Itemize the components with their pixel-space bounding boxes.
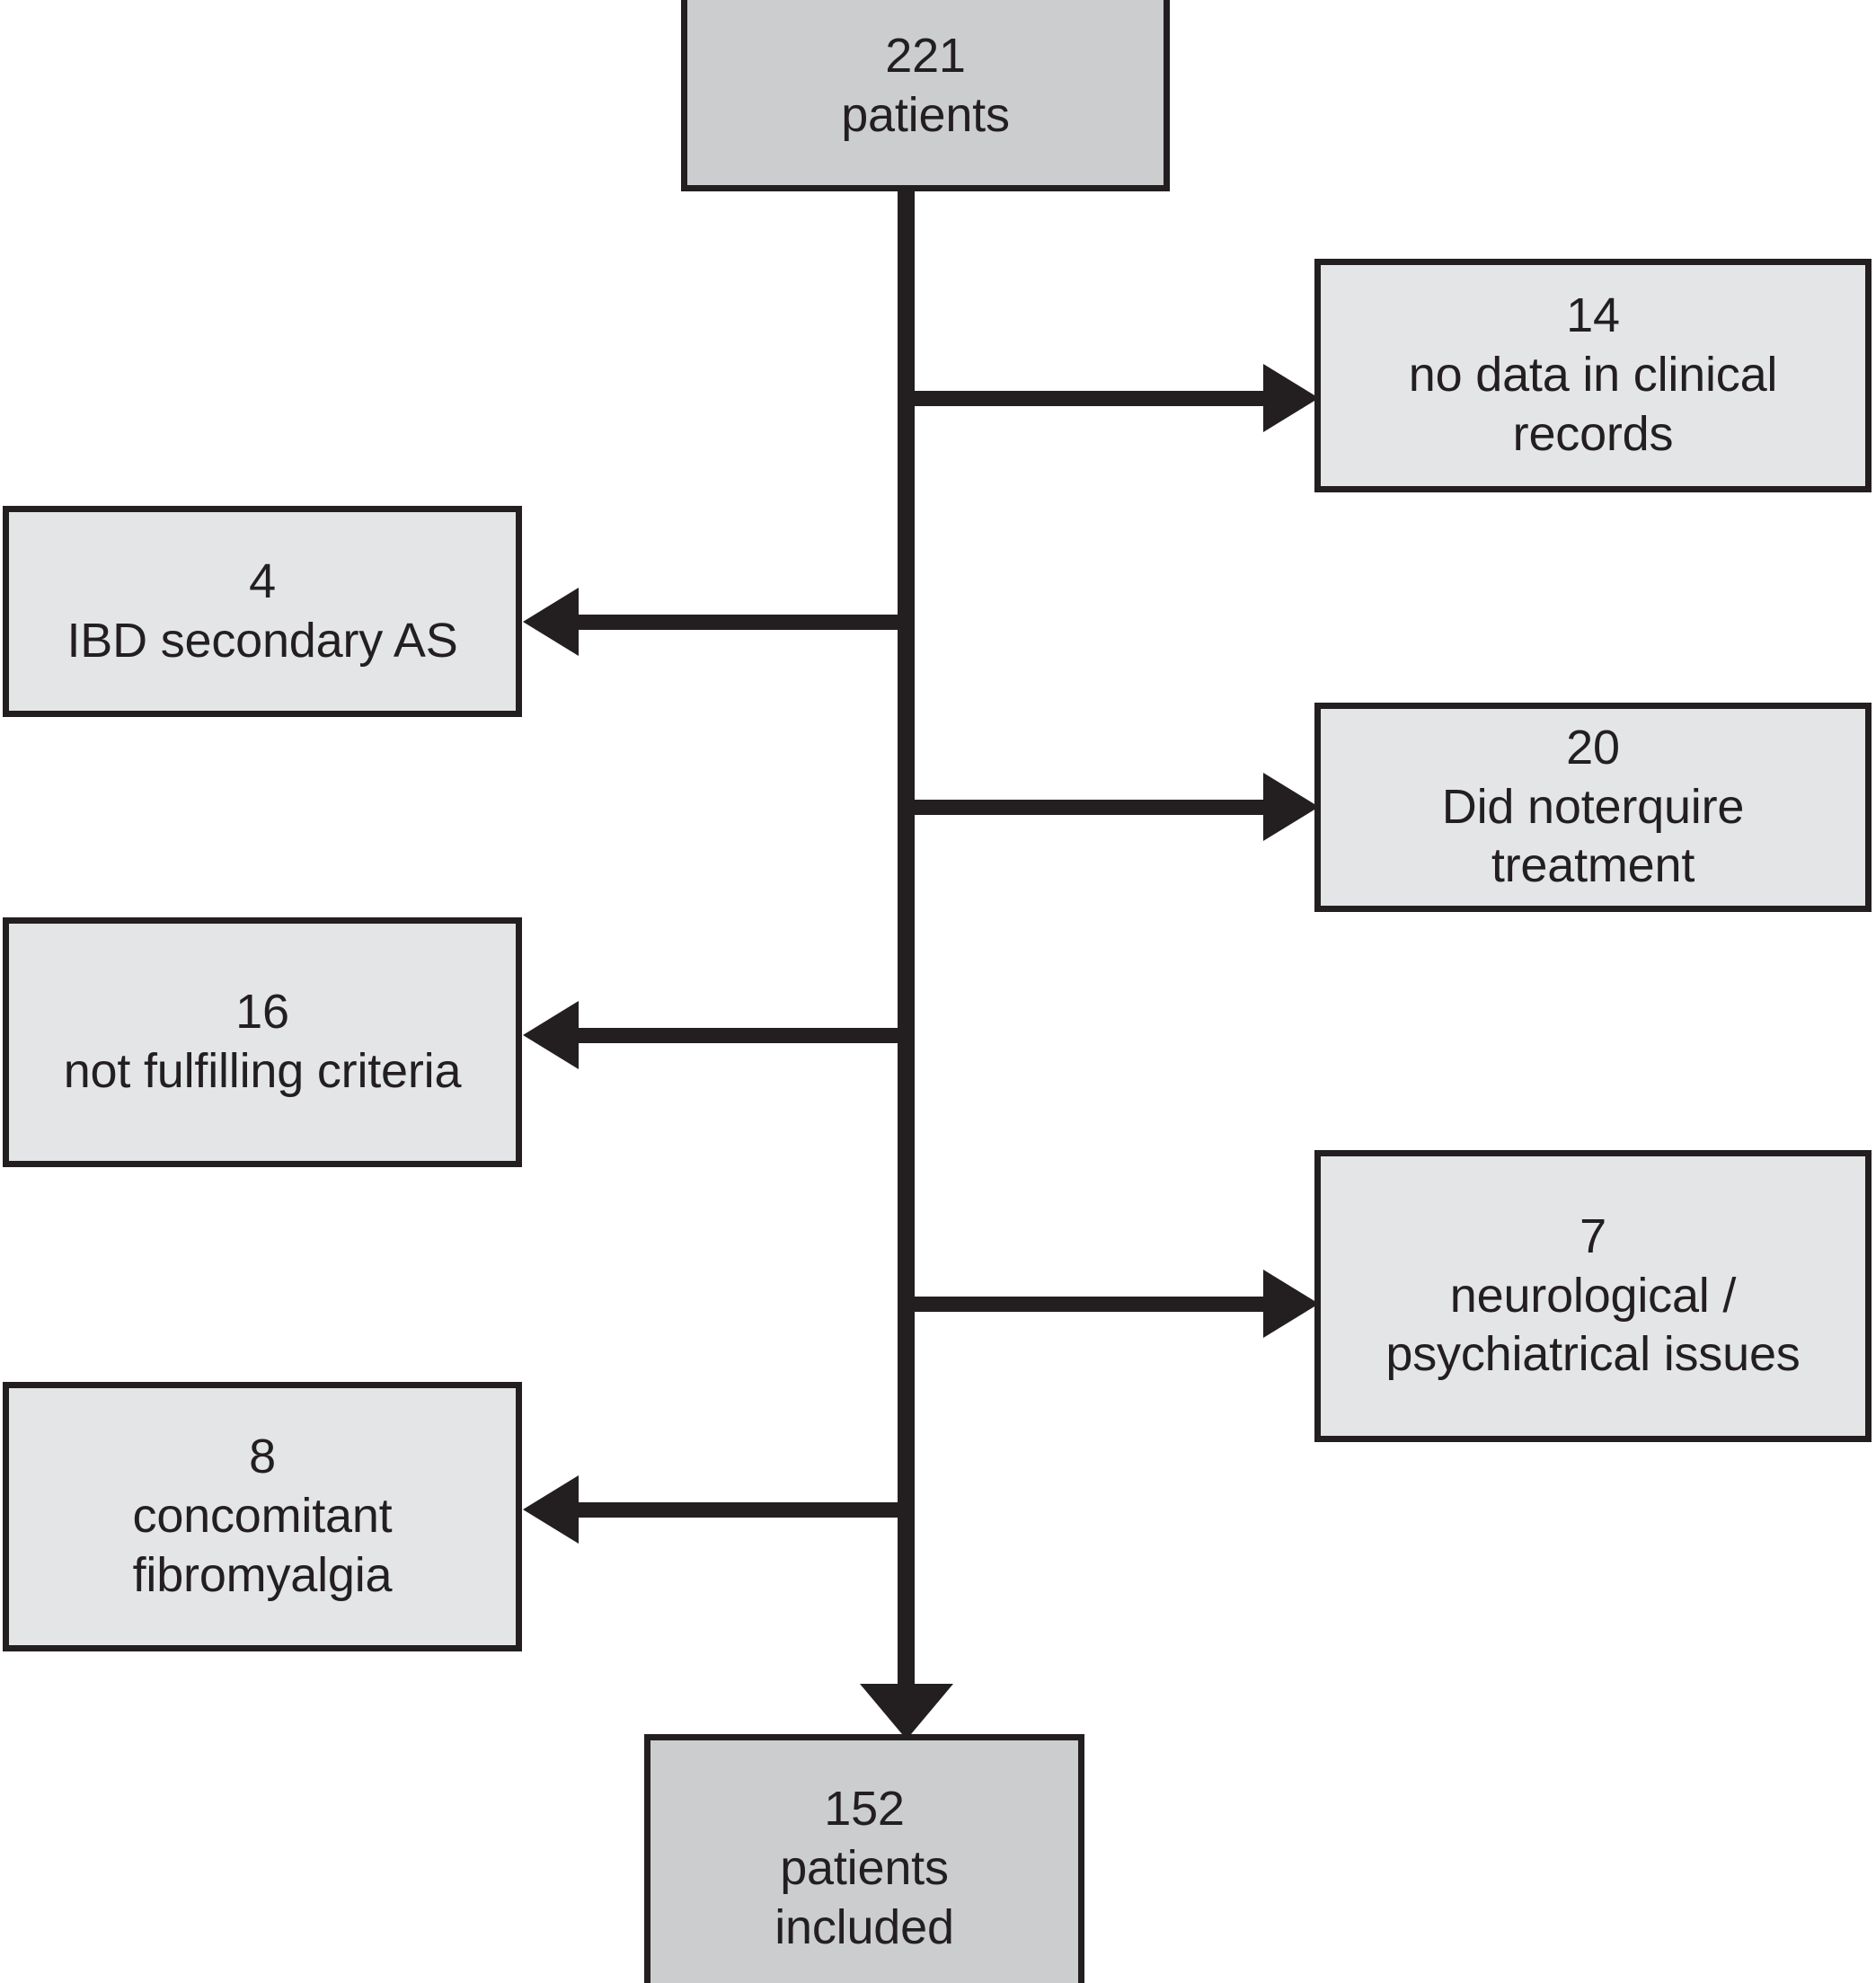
node-source-count: 221: [885, 28, 966, 83]
arrowhead-left-ibd-icon: [523, 588, 579, 656]
connector-line-ibd: [579, 615, 907, 630]
connector-line-no-data: [906, 391, 1268, 406]
node-excluded-ibd: 4 IBD secondary AS: [3, 506, 522, 717]
connector-line-no-treatment: [906, 800, 1268, 815]
node-included-label-line2: included: [774, 1899, 954, 1954]
node-excluded-criteria: 16 not fulfilling criteria: [3, 917, 522, 1167]
arrowhead-right-neuro-icon: [1263, 1270, 1319, 1338]
node-included-population: 152 patients included: [644, 1734, 1084, 1983]
connector-line-fibromyalgia: [579, 1502, 907, 1518]
arrowhead-right-no-data-icon: [1263, 364, 1319, 432]
node-excluded-no-treatment-count: 20: [1566, 720, 1620, 775]
node-excluded-neuro-reason-line2: psychiatrical issues: [1385, 1327, 1801, 1382]
node-excluded-no-data: 14 no data in clinical records: [1314, 259, 1872, 492]
node-included-label-line1: patients: [780, 1841, 949, 1896]
node-excluded-ibd-reason-line1: IBD secondary AS: [66, 613, 458, 668]
node-excluded-ibd-count: 4: [249, 553, 276, 608]
node-excluded-no-treatment-reason-line2: treatment: [1491, 838, 1695, 893]
node-excluded-fibromyalgia-reason-line1: concomitant: [132, 1489, 393, 1544]
node-excluded-no-data-reason-line2: records: [1512, 406, 1674, 461]
connector-line-neuro: [906, 1297, 1268, 1312]
node-source-population: 221 patients: [681, 0, 1170, 191]
node-excluded-no-treatment: 20 Did noterquire treatment: [1314, 703, 1872, 912]
main-trunk-line: [898, 185, 915, 1690]
node-excluded-criteria-count: 16: [235, 985, 289, 1040]
arrowhead-left-fibromyalgia-icon: [523, 1475, 579, 1544]
node-excluded-neuro-count: 7: [1580, 1208, 1606, 1263]
arrowhead-left-criteria-icon: [523, 1001, 579, 1069]
node-excluded-no-data-reason-line1: no data in clinical: [1408, 348, 1778, 403]
arrowhead-right-no-treatment-icon: [1263, 773, 1319, 841]
node-excluded-fibromyalgia-reason-line2: fibromyalgia: [132, 1547, 393, 1602]
node-excluded-fibromyalgia: 8 concomitant fibromyalgia: [3, 1382, 522, 1651]
connector-line-criteria: [579, 1028, 907, 1043]
node-excluded-no-data-count: 14: [1566, 288, 1620, 343]
node-excluded-neuro-reason-line1: neurological /: [1449, 1268, 1737, 1323]
node-included-count: 152: [824, 1782, 905, 1837]
node-excluded-criteria-reason-line1: not fulfilling criteria: [63, 1044, 462, 1098]
node-excluded-no-treatment-reason-line1: Did noterquire: [1441, 779, 1745, 834]
node-excluded-neuro: 7 neurological / psychiatrical issues: [1314, 1150, 1872, 1442]
node-source-label: patients: [841, 87, 1010, 142]
node-excluded-fibromyalgia-count: 8: [249, 1430, 276, 1484]
arrowhead-down-included-icon: [860, 1684, 953, 1740]
